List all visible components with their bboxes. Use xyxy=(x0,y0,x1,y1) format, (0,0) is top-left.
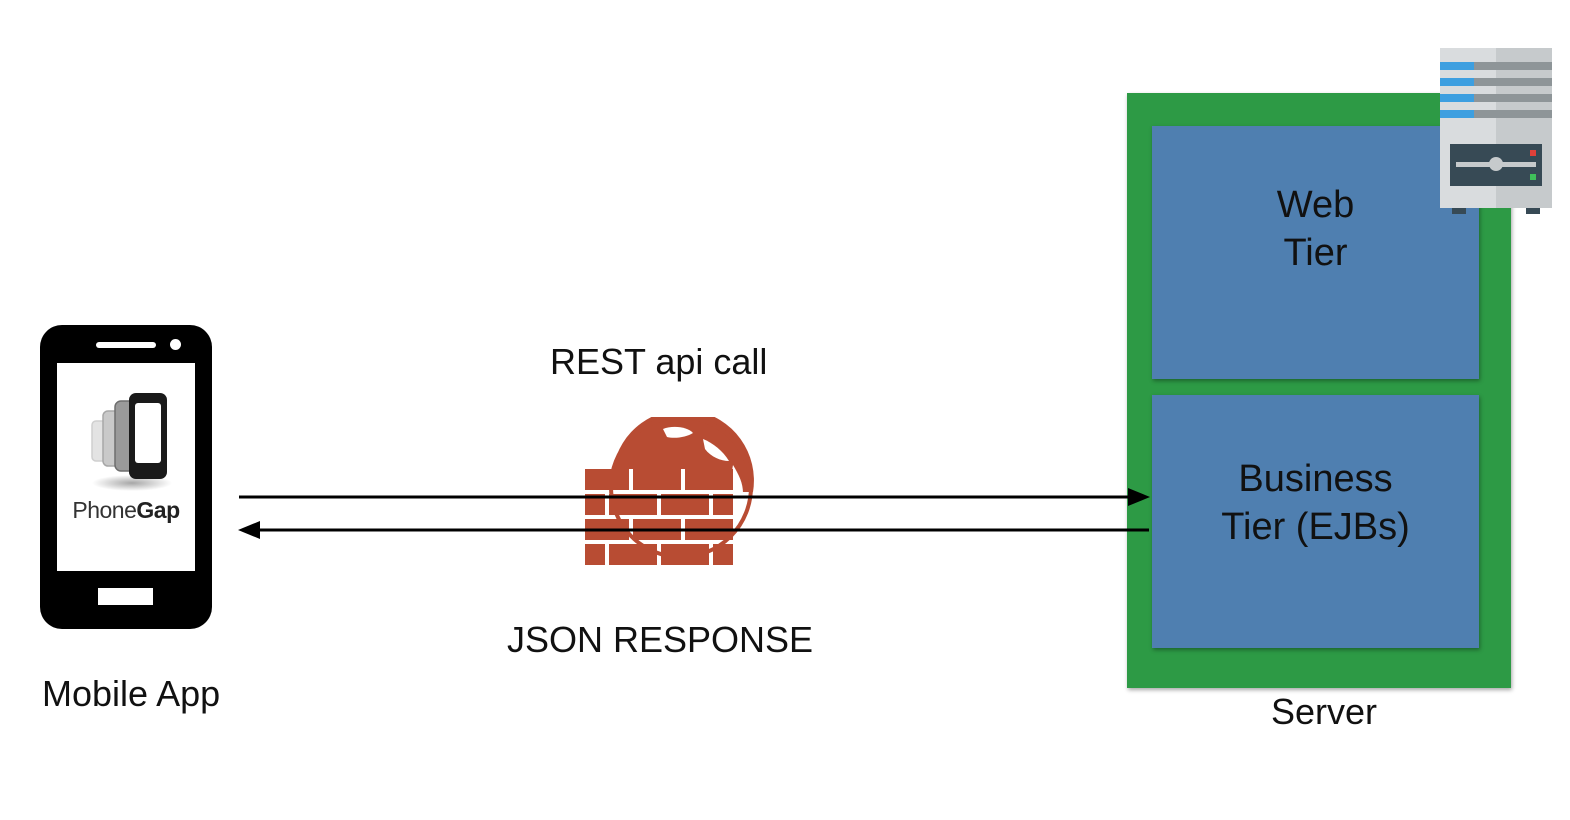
phonegap-text-regular: Phone xyxy=(72,497,137,523)
phonegap-logo-text: PhoneGap xyxy=(67,497,185,524)
phone-screen: PhoneGap xyxy=(57,363,195,571)
phone-speaker xyxy=(96,342,156,348)
request-label: REST api call xyxy=(550,341,768,382)
business-tier-line2: Tier (EJBs) xyxy=(1221,505,1410,548)
phone-camera xyxy=(170,339,181,350)
server-rack-icon xyxy=(1440,48,1552,214)
firewall-icon xyxy=(585,417,754,565)
phonegap-logo-icon xyxy=(91,393,172,491)
phonegap-text-bold: Gap xyxy=(136,497,180,523)
phone-home-button xyxy=(98,588,153,605)
mobile-app-label: Mobile App xyxy=(42,673,221,714)
response-arrowhead xyxy=(238,521,260,539)
web-tier-line1: Web xyxy=(1276,183,1355,226)
business-tier-box: Business Tier (EJBs) xyxy=(1152,395,1479,648)
business-tier-line1: Business xyxy=(1238,457,1393,500)
business-tier-text: Business Tier (EJBs) xyxy=(1221,455,1410,551)
web-tier-box: Web Tier xyxy=(1152,126,1479,379)
smartphone-icon: PhoneGap xyxy=(40,325,212,629)
web-tier-text: Web Tier xyxy=(1277,181,1354,277)
request-arrowhead xyxy=(1128,488,1150,506)
response-label: JSON RESPONSE xyxy=(507,619,814,660)
server-label: Server xyxy=(1271,691,1378,732)
web-tier-line2: Tier xyxy=(1283,231,1348,274)
